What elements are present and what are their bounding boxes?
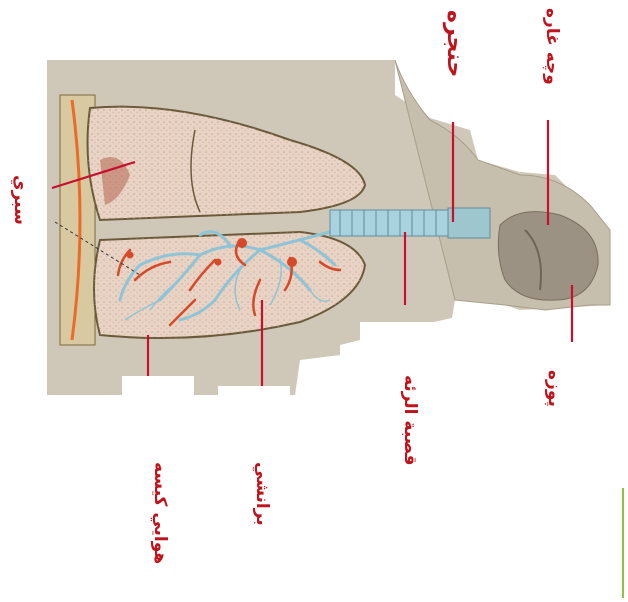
label-larynx: حنجره: [443, 10, 465, 77]
label-bronchi: برانشي: [253, 462, 270, 526]
label-nasal: پوزه: [545, 370, 562, 407]
label-alveoli: هوايي كيسه: [151, 462, 168, 564]
label-pleura: سبري: [11, 175, 28, 225]
trachea-tube: [330, 208, 490, 238]
label-pharynx: وچه غاره: [543, 8, 560, 85]
label-trachea: قصبة الرئه: [401, 375, 418, 466]
accent-bar: [622, 488, 624, 598]
